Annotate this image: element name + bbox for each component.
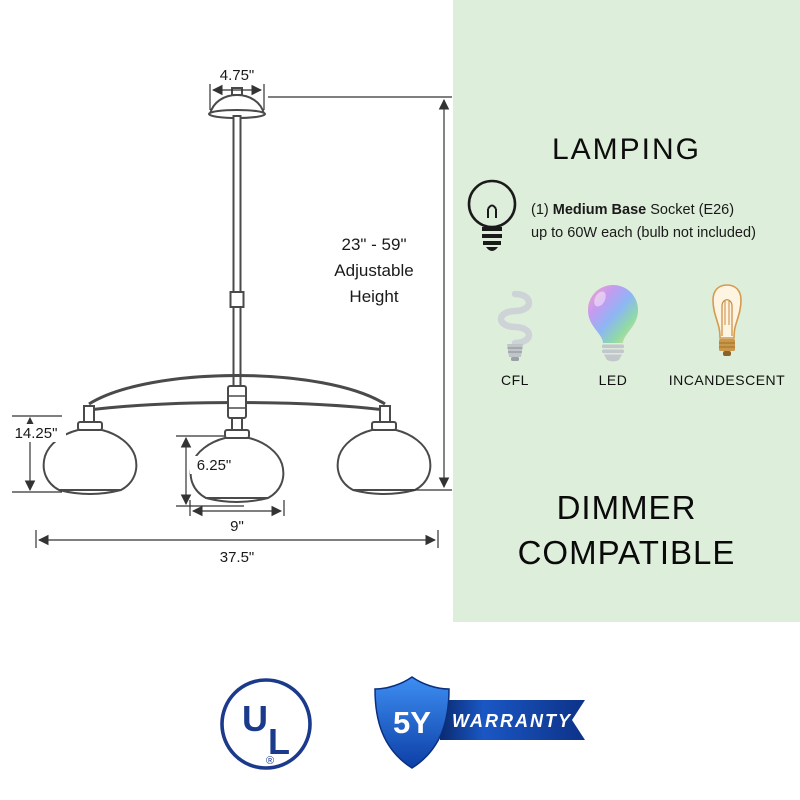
shade-height-label: 6.25" bbox=[197, 457, 232, 474]
glass-shade-right bbox=[336, 421, 432, 495]
warranty-shield bbox=[374, 676, 450, 769]
height-range-label: 23" - 59" bbox=[342, 235, 407, 254]
socket-spec-row: (1) Medium Base Socket (E26) up to 60W e… bbox=[463, 176, 796, 260]
ceiling-canopy bbox=[208, 87, 266, 119]
downrod bbox=[229, 115, 245, 387]
bulb-option-cfl: CFL bbox=[483, 278, 547, 388]
incandescent-bulb-icon bbox=[712, 284, 742, 356]
bulb-label-incandescent: INCANDESCENT bbox=[668, 372, 786, 388]
warranty-banner-text: WARRANTY bbox=[452, 711, 572, 731]
warranty-badge: WARRANTY 5Y bbox=[374, 676, 585, 769]
chandelier-arms bbox=[83, 374, 391, 431]
ul-letter-l: L bbox=[268, 721, 290, 762]
dimmer-line2: COMPATIBLE bbox=[517, 533, 736, 571]
ul-certification-badge: U L ® bbox=[220, 678, 312, 770]
height-adjustable-word: Adjustable bbox=[334, 261, 413, 280]
total-width-label: 37.5" bbox=[220, 549, 255, 566]
dim-canopy-width: 4.75" bbox=[209, 67, 265, 110]
bulb-option-incandescent: INCANDESCENT bbox=[658, 278, 796, 388]
warranty-banner bbox=[440, 700, 585, 740]
socket-spec-text: (1) Medium Base Socket (E26) up to 60W e… bbox=[531, 176, 756, 260]
dim-total-width: 37.5" bbox=[35, 530, 439, 566]
bulb-label-cfl: CFL bbox=[501, 372, 529, 388]
warranty-years-text: 5Y bbox=[393, 705, 431, 740]
fixture-height-label: 14.25" bbox=[15, 425, 58, 442]
dimmer-line1: DIMMER bbox=[556, 489, 697, 526]
height-word: Height bbox=[349, 287, 398, 306]
chandelier-dimension-diagram: 4.75" 23" - 59" Adjustable Height 14.25"… bbox=[6, 67, 452, 566]
dim-adjustable-height: 23" - 59" Adjustable Height bbox=[268, 96, 452, 491]
glass-shade-left bbox=[42, 421, 138, 495]
dimmer-compatible-text: DIMMER COMPATIBLE bbox=[453, 486, 800, 575]
shade-width-label: 9" bbox=[230, 518, 244, 535]
bulb-option-led: LED bbox=[576, 278, 650, 388]
socket-wattage-note: up to 60W each (bulb not included) bbox=[531, 225, 756, 242]
lamping-info-panel: LAMPING (1) Medium Base Socket (E26) up … bbox=[453, 0, 800, 622]
lamping-title: LAMPING bbox=[551, 133, 702, 166]
light-bulb-socket-icon bbox=[467, 179, 517, 251]
cfl-bulb-icon bbox=[497, 290, 533, 361]
dim-fixture-height: 14.25" bbox=[6, 415, 66, 493]
led-bulb-icon bbox=[588, 285, 638, 362]
ul-registered-mark: ® bbox=[266, 755, 274, 767]
canopy-width-label: 4.75" bbox=[220, 67, 255, 84]
dim-shade-width: 9" bbox=[189, 500, 285, 535]
socket-spec-line: (1) Medium Base Socket (E26) bbox=[531, 202, 735, 218]
ul-letter-u: U bbox=[242, 698, 268, 739]
bulb-label-led: LED bbox=[598, 372, 628, 388]
